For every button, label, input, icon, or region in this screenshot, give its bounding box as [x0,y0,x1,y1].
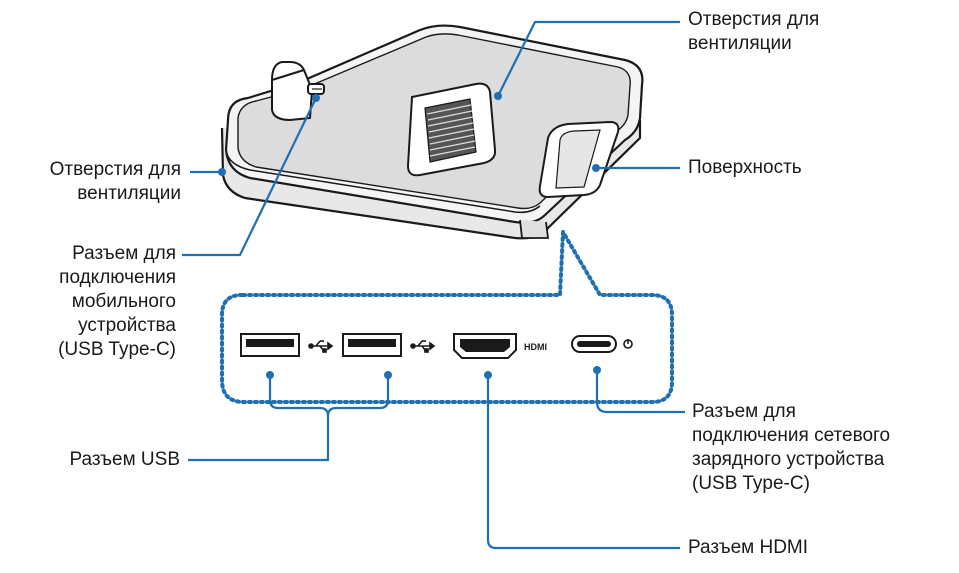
power-icon [623,339,633,349]
ports-row [240,333,617,359]
leader-usb [188,375,330,462]
label-mobile-connector: Разъем для подключения мобильного устрой… [58,243,176,360]
leader-vent-top [497,20,680,97]
surface-pad [538,120,620,199]
label-surface: Поверхность [688,157,802,178]
label-vent-top: Отверстия для вентиляции [688,9,820,54]
label-usb-connector: Разъем USB [69,449,180,470]
leader-mobile-connector [182,97,317,257]
device-front-edge [225,149,541,214]
label-hdmi-connector: Разъем HDMI [688,537,809,558]
device-notch [519,219,550,239]
leader-hdmi [486,375,680,550]
leader-lines [182,20,685,550]
top-vent-grille [406,82,497,177]
leader-charger [595,370,685,414]
port-zoom-callout [220,225,674,404]
label-vent-left: Отверстия для вентиляции [49,159,181,204]
label-charger-connector: Разъем для подключения сетевого зарядног… [692,401,891,494]
usb-symbol-icon [308,340,334,353]
mobile-connector [271,61,325,121]
usb-symbol-icon [410,340,436,353]
hdmi-mark: HDMI [524,342,547,352]
